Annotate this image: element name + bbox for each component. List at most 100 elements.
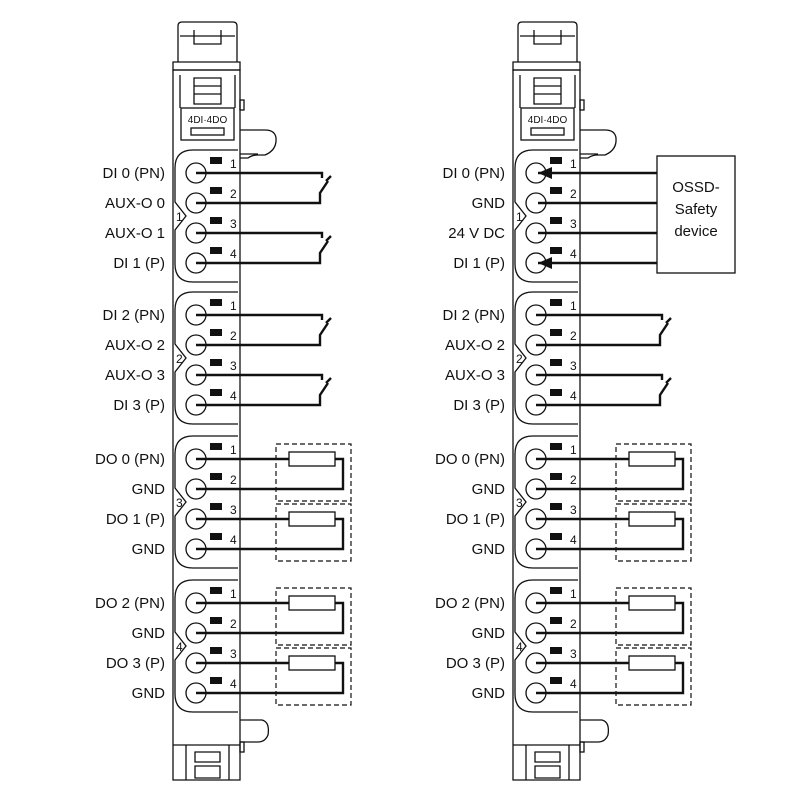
resistor-icon [628,451,676,467]
terminal-number: 1 [230,157,237,171]
terminal-number: 4 [570,533,577,547]
connector-plug [514,149,578,283]
side-tab [579,99,585,111]
status-led [210,473,222,480]
terminal-label: GND [472,685,506,702]
status-led [550,647,562,654]
load [536,503,692,562]
switch-icon [196,235,332,265]
status-led [550,473,562,480]
terminal-number: 3 [230,217,237,231]
resistor-icon [288,595,336,611]
terminal-label: AUX-O 3 [105,367,165,384]
terminal-label: AUX-O 1 [105,225,165,242]
terminal-number: 1 [570,299,577,313]
wire [196,313,324,320]
side-tab-bottom [239,741,245,753]
side-tab-bottom [579,741,585,753]
bottom-hook [580,719,610,743]
label-slot [190,127,225,136]
side-tab [239,99,245,111]
terminal-label: AUX-O 2 [445,337,505,354]
connector-plug [514,291,578,425]
group-number: 4 [176,640,183,654]
switch-contact [536,313,672,347]
arrow-icon [538,167,552,179]
wire [196,231,324,238]
load-boundary [615,503,692,562]
switch-contact [536,373,672,407]
terminal-number: 1 [570,157,577,171]
status-led [210,299,222,306]
terminal-label: GND [132,625,166,642]
terminal-number: 2 [230,187,237,201]
terminal-number: 2 [230,473,237,487]
top-hook [580,129,617,159]
load-boundary [615,647,692,706]
terminal-label: DI 2 (PN) [442,307,505,324]
terminal-label: DO 2 (PN) [95,595,165,612]
terminal-label: DI 0 (PN) [102,165,165,182]
label-plate [520,107,575,141]
status-led [550,617,562,624]
group-number: 1 [516,210,523,224]
terminal-number: 4 [230,389,237,403]
status-led [210,533,222,540]
status-led [210,677,222,684]
label-slot [530,127,565,136]
terminal-label: GND [132,481,166,498]
terminal-number: 2 [230,329,237,343]
terminal-label: DO 3 (P) [106,655,165,672]
terminal-label: DI 1 (P) [453,255,505,272]
terminal-number: 4 [230,247,237,261]
group-number: 2 [516,352,523,366]
bottom-connector [513,744,580,780]
connector-plug [174,579,238,713]
terminal-label: DO 0 (PN) [435,451,505,468]
terminal-number: 3 [230,647,237,661]
terminal-label: DO 1 (P) [106,511,165,528]
terminal-number: 4 [570,389,577,403]
terminal-number: 1 [570,443,577,457]
connector-plug [174,149,238,283]
wire [536,457,685,491]
resistor-icon [288,451,336,467]
status-led [550,217,562,224]
wire [196,601,345,635]
ossd-label: device [674,223,717,240]
load-boundary [275,503,352,562]
wire [536,373,664,380]
status-led [550,587,562,594]
terminal-label: DI 2 (PN) [102,307,165,324]
terminal-label: DI 0 (PN) [442,165,505,182]
terminal-number: 1 [230,443,237,457]
terminal-label: GND [472,195,506,212]
terminal-number: 2 [570,187,577,201]
terminal-number: 3 [230,359,237,373]
status-led [550,329,562,336]
bottom-hook [240,719,270,743]
resistor-icon [288,511,336,527]
terminal-number: 3 [570,217,577,231]
terminal-label: DI 1 (P) [113,255,165,272]
terminal-label: DI 3 (P) [453,397,505,414]
group-number: 4 [516,640,523,654]
resistor-icon [628,655,676,671]
wire [536,601,685,635]
load [196,647,352,706]
status-led [550,299,562,306]
status-led [550,677,562,684]
group-number: 2 [176,352,183,366]
terminal-label: DO 3 (P) [446,655,505,672]
